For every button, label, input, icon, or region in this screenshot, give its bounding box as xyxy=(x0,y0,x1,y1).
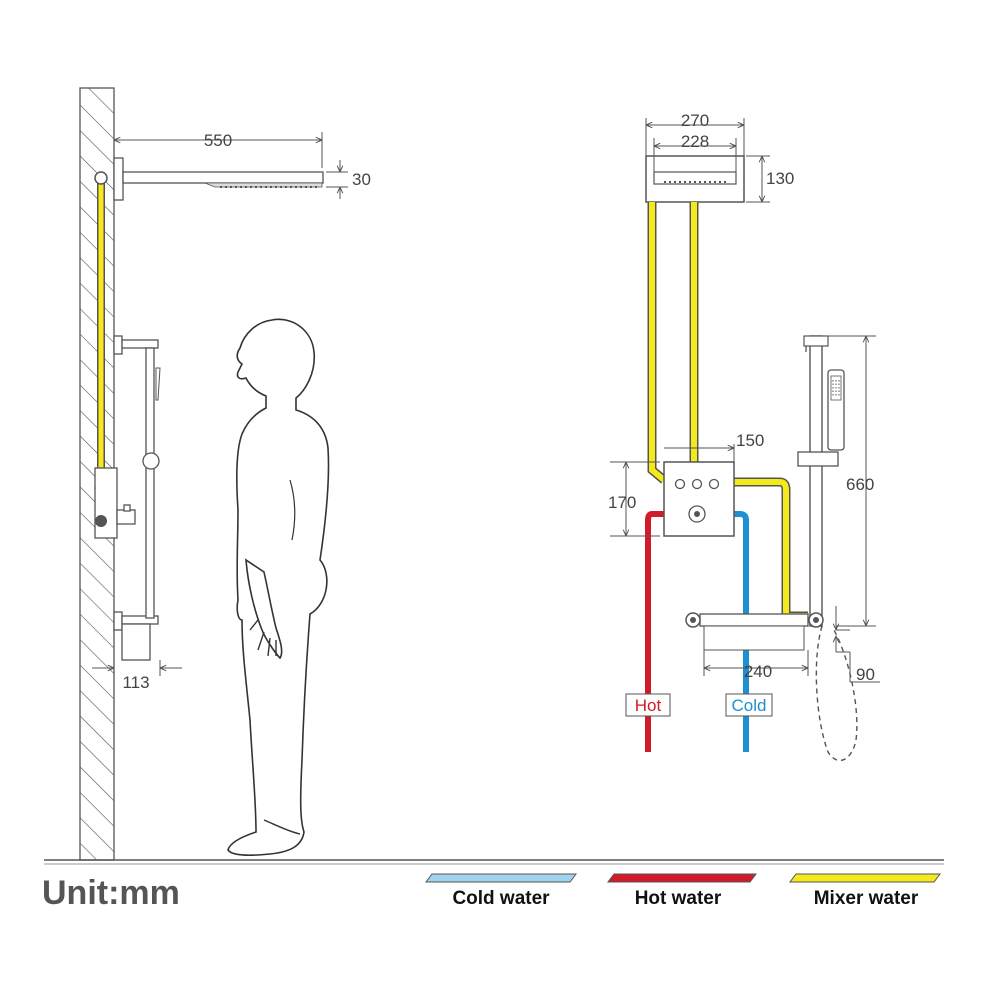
thermostatic-valve-icon xyxy=(663,461,735,537)
dim-head-height: 130 xyxy=(766,169,794,188)
cold-pipe xyxy=(724,511,749,752)
hot-pipe xyxy=(645,511,664,752)
shower-head-front xyxy=(645,155,745,203)
hot-pipe-label: Hot xyxy=(635,696,662,715)
hose-dashed xyxy=(815,625,858,762)
slide-rail-side xyxy=(145,347,155,619)
dim-rail-height: 660 xyxy=(846,475,874,494)
legend-item-cold: Cold water xyxy=(425,873,577,909)
side-view: 550 30 113 xyxy=(44,87,944,865)
front-view: 270 228 130 xyxy=(608,111,880,762)
cold-pipe-label: Cold xyxy=(732,696,767,715)
legend-label-hot: Hot water xyxy=(635,888,722,909)
person-silhouette-icon xyxy=(227,318,330,856)
dim-valve-width: 150 xyxy=(736,431,764,450)
hand-shower-icon xyxy=(827,369,845,451)
dim-shower-arm-length: 550 xyxy=(204,131,232,150)
dim-spout-width: 240 xyxy=(744,662,772,681)
legend-item-mixer: Mixer water xyxy=(789,873,941,909)
legend-item-hot: Hot water xyxy=(607,873,757,909)
legend: Cold water Hot water Mixer water xyxy=(425,873,941,909)
shower-head-icon xyxy=(113,157,324,201)
dim-head-width-inner: 228 xyxy=(681,132,709,151)
spout-shelf xyxy=(685,612,809,651)
mixer-pipes xyxy=(647,202,808,621)
dim-head-thickness: 30 xyxy=(352,170,371,189)
legend-label-cold: Cold water xyxy=(452,888,550,909)
dim-head-width-outer: 270 xyxy=(681,111,709,130)
dim-valve-height: 170 xyxy=(608,493,636,512)
dim-panel-depth: 113 xyxy=(122,673,149,692)
dim-spout-offset: 90 xyxy=(856,665,875,684)
slide-rail-front xyxy=(797,335,839,628)
unit-label: Unit:mm xyxy=(42,874,180,912)
legend-label-mixer: Mixer water xyxy=(814,888,919,909)
